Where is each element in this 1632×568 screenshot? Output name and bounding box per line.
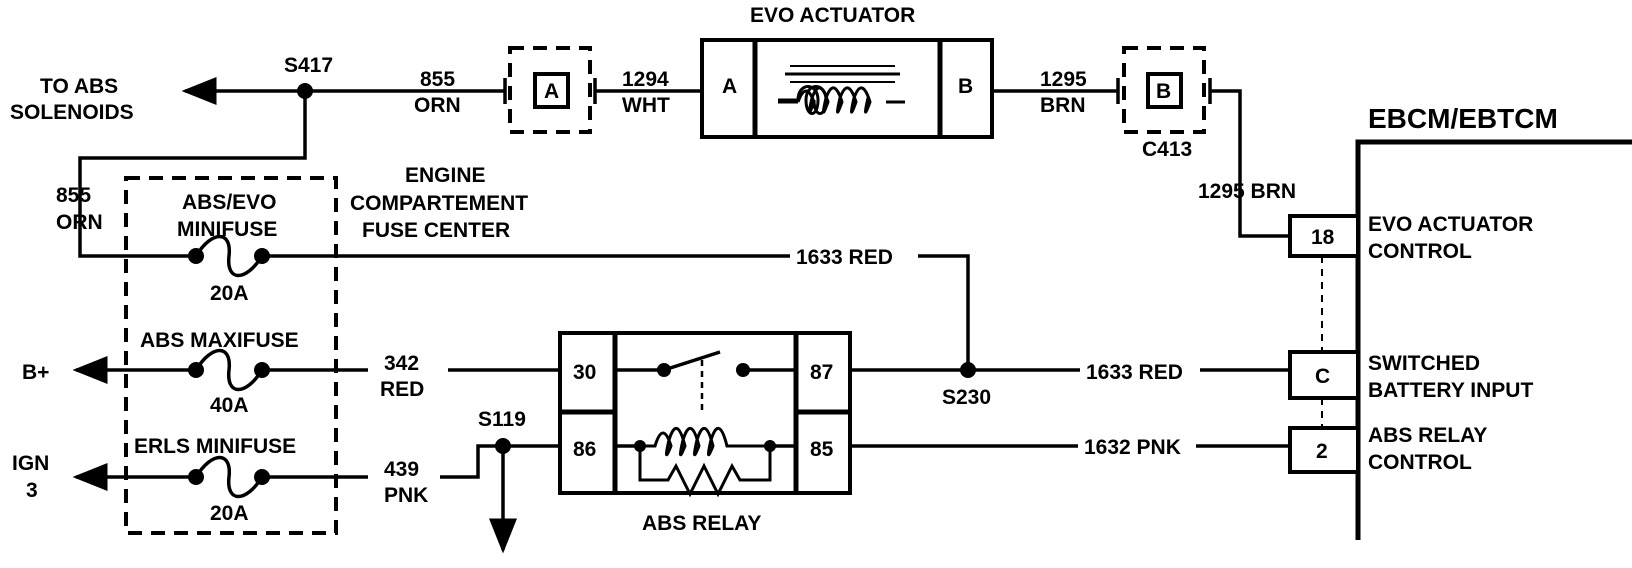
relay-switch-icon [615,350,796,410]
b-plus-label: B+ [22,361,49,384]
wire-439-number: 439 [384,458,419,481]
splice-s417-label: S417 [284,54,333,77]
ebcm-pin-18 [1288,214,1360,258]
evo-actuator-title: EVO ACTUATOR [750,4,915,27]
wire-1632-pnk-label: 1632 PNK [1084,436,1181,459]
switched-battery-input-label: SWITCHED [1368,352,1480,375]
wire-439-color: PNK [384,484,428,507]
connector-a-housing [508,46,592,134]
splice-s230 [960,362,976,378]
relay-pin-87: 87 [810,361,833,384]
ebcm-pin-c-label: C [1315,365,1330,388]
wire-855-color-top: ORN [414,94,461,117]
wire-1295-brn-down [1210,89,1290,238]
abs-maxifuse-label: ABS MAXIFUSE [140,329,299,352]
evo-actuator-control-label-2: CONTROL [1368,240,1472,263]
relay-pin-30: 30 [573,361,596,384]
wire-855-color-left: ORN [56,211,103,234]
wire-855-number-top: 855 [420,68,455,91]
relay-pin-85: 85 [810,438,834,461]
splice-s119-label: S119 [478,408,526,431]
wire-855-number-left: 855 [56,184,91,207]
fuse-center-label-3: FUSE CENTER [362,219,510,242]
abs-relay-control-label: ABS RELAY [1368,424,1487,447]
abs-evo-minifuse-rating: 20A [210,282,249,305]
wire-439-pnk-2 [440,444,560,479]
fuse-center-label: ENGINE [405,164,486,187]
fuse-center-outline [124,176,338,535]
ign-3-label: IGN [12,452,49,475]
ebcm-module-outline [1355,139,1632,540]
ebcm-pin-18-label: 18 [1311,226,1335,249]
wire-1633-red-top-label: 1633 RED [796,246,893,269]
abs-evo-minifuse-label: ABS/EVO [182,191,277,214]
to-abs-solenoids-label: TO ABS [40,75,118,98]
connector-b [1146,72,1183,109]
abs-relay-control-label-2: CONTROL [1368,451,1472,474]
wire-1294-color: WHT [622,94,670,117]
wire-1633-red-right-label: 1633 RED [1086,361,1183,384]
connector-a-label: A [544,80,559,103]
ign-3-label-2: 3 [26,479,38,502]
erls-minifuse-icon [188,455,270,499]
to-abs-solenoids-label-2: SOLENOIDS [10,101,134,124]
abs-maxifuse-rating: 40A [210,394,249,417]
relay-pin-86: 86 [573,438,596,461]
ebcm-pin-2 [1288,426,1360,474]
connector-a [533,72,570,109]
ebcm-title: EBCM/EBTCM [1368,103,1558,134]
evo-actuator-pin-a: A [722,75,737,98]
erls-minifuse-rating: 20A [210,502,249,525]
connector-b-label: B [1156,80,1171,103]
relay-coil-icon [615,427,796,498]
wire-1295-number: 1295 [1040,68,1087,91]
wire-1295-color: BRN [1040,94,1086,117]
abs-maxifuse-icon [188,348,270,392]
connector-c413-housing [1122,46,1206,134]
ebcm-pin-2-label: 2 [1316,440,1328,463]
erls-minifuse-label: ERLS MINIFUSE [134,435,296,458]
ebcm-pin-c [1288,350,1360,400]
switched-battery-input-label-2: BATTERY INPUT [1368,379,1533,402]
evo-actuator-pin-b: B [958,75,973,98]
abs-evo-minifuse-label-2: MINIFUSE [177,218,277,241]
wire-1294-number: 1294 [622,68,669,91]
wire-342-color: RED [380,378,424,401]
abs-evo-minifuse-icon [188,234,270,278]
connector-c413-label: C413 [1142,138,1192,161]
fuse-center-label-2: COMPARTEMENT [350,192,528,215]
wire-1295-full-label: 1295 BRN [1198,180,1296,203]
evo-actuator-control-label: EVO ACTUATOR [1368,213,1533,236]
wire-1633-red-top-2 [918,254,970,370]
splice-s230-label: S230 [942,386,991,409]
wire-342-number: 342 [384,352,419,375]
abs-relay-label: ABS RELAY [642,512,761,535]
wire-855-orn-left [78,91,307,258]
evo-solenoid-coil-icon [778,65,905,115]
